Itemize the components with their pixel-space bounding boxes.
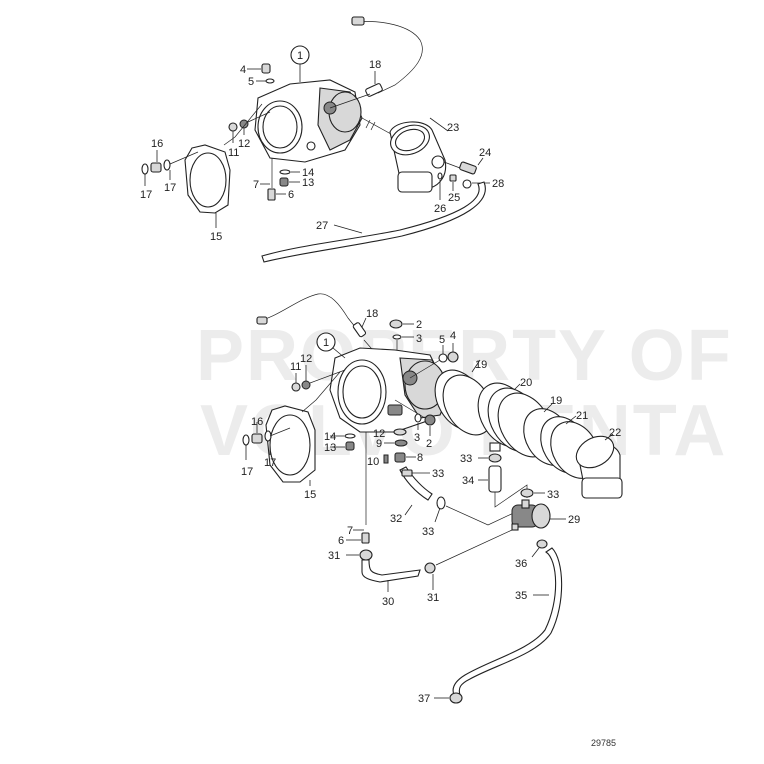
label-21: 21 (576, 410, 588, 422)
label-31a: 31 (328, 550, 340, 562)
label-14: 14 (302, 167, 314, 179)
label-33b: 33 (547, 489, 559, 501)
label-2-top: 2 (416, 319, 422, 331)
label-1-lower: 1 (323, 337, 329, 349)
label-36: 36 (515, 558, 527, 570)
sensor-cable (359, 21, 423, 94)
label-12: 12 (238, 138, 250, 150)
label-17b: 17 (164, 182, 176, 194)
figure-number: 29785 (591, 738, 616, 748)
label-27: 27 (316, 220, 328, 232)
label-6-lower: 6 (338, 535, 344, 547)
elbow-23 (389, 121, 447, 193)
label-12b-lower: 12 (373, 428, 385, 440)
label-15-lower: 15 (304, 489, 316, 501)
label-35: 35 (515, 590, 527, 602)
sensor-cable-lower (261, 293, 361, 334)
label-11-lower: 11 (290, 361, 301, 373)
label-5: 5 (248, 76, 254, 88)
label-33a: 33 (460, 453, 472, 465)
label-6: 6 (288, 189, 294, 201)
label-33c: 33 (432, 468, 444, 480)
label-7: 7 (253, 179, 259, 191)
hose-30 (361, 559, 421, 583)
label-19a: 19 (475, 359, 487, 371)
lower-assembly: 18 1 2 3 5 4 (241, 293, 623, 705)
label-3-top: 3 (416, 333, 422, 345)
label-37: 37 (418, 693, 430, 705)
label-30: 30 (382, 596, 394, 608)
label-18-lower: 18 (366, 308, 378, 320)
label-23: 23 (447, 122, 459, 134)
hose-27 (261, 181, 486, 263)
label-25: 25 (448, 192, 460, 204)
turbine-housing-lower (329, 347, 451, 433)
label-19b: 19 (550, 395, 562, 407)
sensor-18 (365, 83, 383, 97)
label-13-lower: 13 (324, 442, 336, 454)
nut-11 (228, 122, 238, 132)
label-17a: 17 (140, 189, 152, 201)
label-33d: 33 (422, 526, 434, 538)
label-34: 34 (462, 475, 474, 487)
washer-12 (239, 119, 249, 129)
label-1: 1 (297, 50, 303, 62)
plug-4 (261, 63, 271, 74)
turbine-housing-upper (254, 79, 363, 163)
label-32: 32 (390, 513, 402, 525)
label-20: 20 (520, 377, 532, 389)
label-12-lower: 12 (300, 353, 312, 365)
label-17a-lower: 17 (241, 466, 253, 478)
fitting-16 (150, 162, 162, 173)
elbow-22 (575, 435, 623, 499)
label-16-lower: 16 (251, 416, 263, 428)
label-26: 26 (434, 203, 446, 215)
label-22: 22 (609, 427, 621, 439)
filter-34 (488, 465, 502, 493)
label-8: 8 (417, 452, 423, 464)
label-9: 9 (376, 438, 382, 450)
callout-circle-1-lower (316, 332, 336, 352)
label-11: 11 (228, 147, 239, 159)
label-16: 16 (151, 138, 163, 150)
label-17b-lower: 17 (264, 457, 276, 469)
label-29: 29 (568, 514, 580, 526)
label-5-lower: 5 (439, 334, 445, 346)
label-31b: 31 (427, 592, 439, 604)
label-4-lower: 4 (450, 330, 456, 342)
label-10: 10 (367, 456, 379, 468)
label-3-lower: 3 (414, 432, 420, 444)
pump-29 (511, 499, 551, 531)
label-28: 28 (492, 178, 504, 190)
label-7-lower: 7 (347, 525, 353, 537)
label-18: 18 (369, 59, 381, 71)
label-2-lower: 2 (426, 438, 432, 450)
hose-35 (452, 547, 563, 696)
upper-assembly: 1 4 5 18 11 12 15 16 17 (140, 16, 504, 263)
label-14-lower: 14 (324, 431, 336, 443)
label-24: 24 (479, 147, 491, 159)
sensor-connector (351, 16, 365, 26)
label-13: 13 (302, 177, 314, 189)
label-15: 15 (210, 231, 222, 243)
label-4: 4 (240, 64, 246, 76)
